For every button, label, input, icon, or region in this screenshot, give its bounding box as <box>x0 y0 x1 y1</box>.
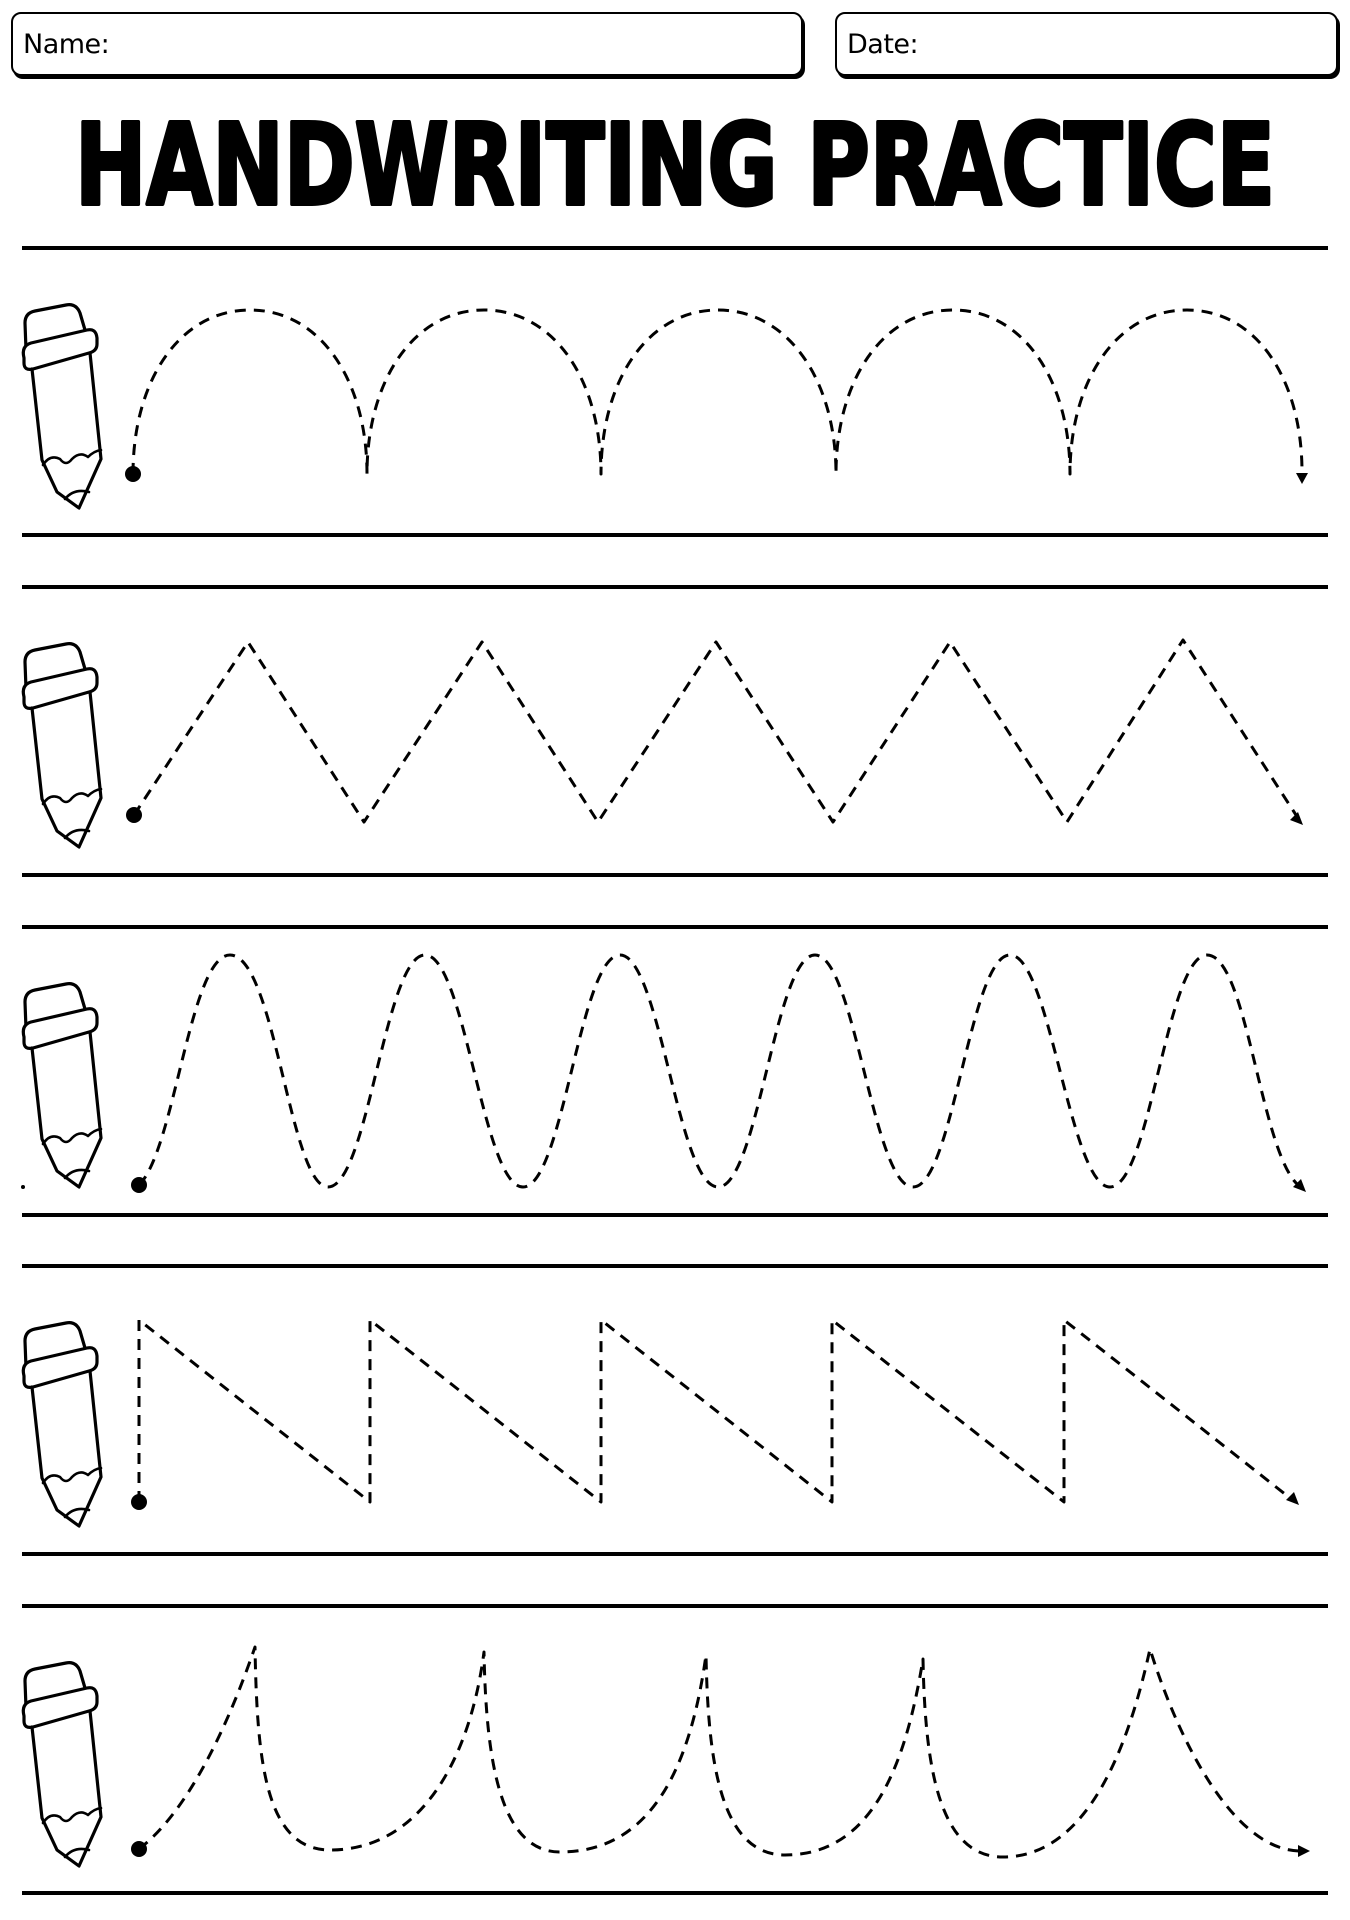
page-title: HANDWRITING PRACTICE <box>73 100 1277 220</box>
pencil-icon <box>21 982 103 1189</box>
start-dot <box>131 1177 147 1193</box>
pencil-icon <box>21 1321 103 1528</box>
trace-path[interactable] <box>137 953 1300 1189</box>
title-text: HANDWRITING PRACTICE <box>75 101 1275 220</box>
date-label: Date: <box>847 29 919 60</box>
trace-path[interactable] <box>132 638 1298 824</box>
practice-row-zigzag <box>21 585 1328 877</box>
stray-mark <box>21 1185 25 1189</box>
arrow-head-icon <box>1298 1845 1310 1857</box>
arrow-head-icon <box>1293 1179 1306 1192</box>
practice-row-waves <box>21 925 1328 1217</box>
trace-path[interactable] <box>137 1318 1291 1504</box>
practice-row-arches <box>21 246 1328 537</box>
start-dot <box>125 466 141 482</box>
trace-path[interactable] <box>131 308 1304 476</box>
arrow-head-icon <box>1296 473 1308 484</box>
pencil-icon <box>21 1661 103 1868</box>
start-dot <box>131 1494 147 1510</box>
practice-row-sawtooth <box>21 1264 1328 1556</box>
start-dot <box>131 1841 147 1857</box>
name-label: Name: <box>23 29 110 60</box>
start-dot <box>126 807 142 823</box>
pencil-icon <box>21 642 103 849</box>
name-field[interactable]: Name: <box>11 12 803 76</box>
pencil-icon <box>21 303 103 510</box>
date-field[interactable]: Date: <box>835 12 1338 76</box>
practice-row-hooks <box>21 1604 1328 1895</box>
arrow-head-icon <box>1286 1492 1299 1505</box>
arrow-head-icon <box>1290 812 1303 825</box>
trace-path[interactable] <box>138 1645 1301 1859</box>
